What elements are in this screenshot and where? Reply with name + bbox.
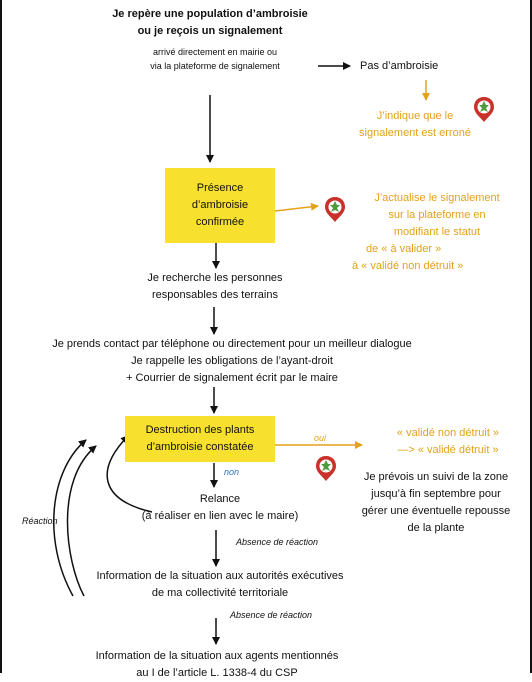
source-note: arrivé directement en mairie ou via la p…	[150, 47, 280, 71]
status-change-note: « validé non détruit » —> « validé détru…	[396, 427, 500, 456]
info-agents-step: Information de la situation aux agents m…	[95, 650, 339, 679]
relance-step: Relance (à réaliser en lien avec le mair…	[141, 493, 299, 522]
update-status-note: J’actualise le signalement sur la platef…	[352, 192, 500, 272]
arrow-to-update	[274, 202, 319, 212]
reaction-curve-2	[66, 445, 97, 597]
platform-pin-icon	[325, 197, 345, 222]
contact-step: Je prends contact par téléphone ou direc…	[52, 338, 412, 384]
platform-pin-icon	[316, 456, 336, 481]
reaction-label: Réaction	[22, 516, 58, 526]
reaction-curve-1	[106, 435, 153, 513]
absence-label-1: Absence de réaction	[236, 537, 319, 547]
search-owners: Je recherche les personnes responsables …	[147, 272, 283, 301]
non-label: non	[224, 467, 240, 477]
no-ambroisie-label: Pas d’ambroisie	[360, 60, 439, 72]
erroneous-note: J’indique que le signalement est erroné	[359, 110, 471, 139]
absence-label-2: Absence de réaction	[230, 610, 313, 620]
right-border	[530, 0, 532, 673]
reaction-curve-3	[53, 439, 87, 597]
destruction-box: Destruction des plants d’ambroisie const…	[125, 416, 275, 462]
left-border	[0, 0, 2, 673]
header-text: Je repère une population d’ambroisie ou …	[112, 8, 308, 37]
followup-note: Je prévois un suivi de la zone jusqu’à f…	[361, 471, 511, 534]
info-exec-step: Information de la situation aux autorité…	[96, 570, 344, 599]
oui-label: oui	[314, 433, 327, 443]
confirmed-box: Présence d’ambroisie confirmée	[165, 168, 275, 243]
platform-pin-icon	[474, 97, 494, 122]
